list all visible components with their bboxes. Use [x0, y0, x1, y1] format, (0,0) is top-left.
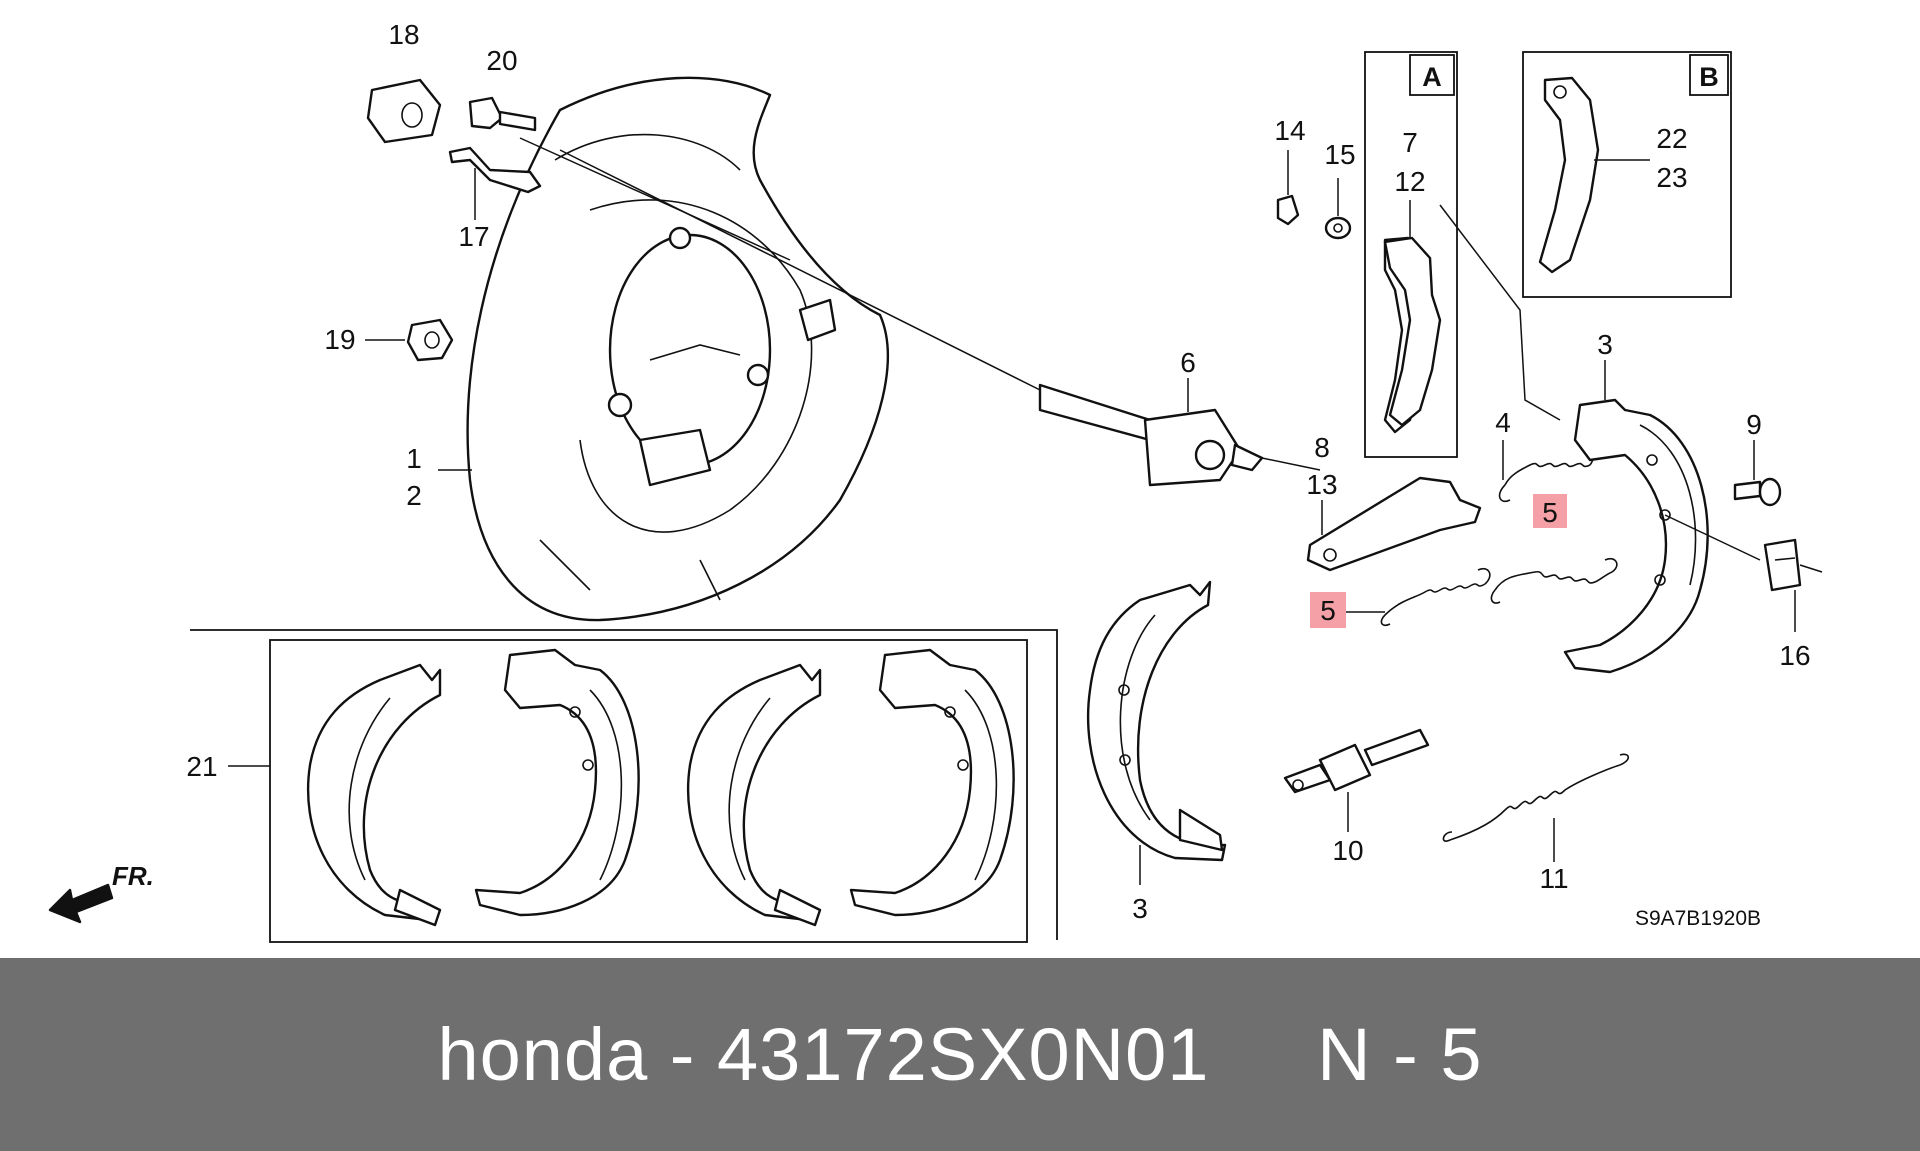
- highlight-5-upper: [1533, 494, 1567, 528]
- part-7-12-lever: [1383, 200, 1442, 427]
- callout-5-upper: 5: [1542, 497, 1558, 528]
- part-17-stud: [448, 146, 542, 220]
- callout-5-lower: 5: [1320, 595, 1336, 626]
- callout-17: 17: [458, 221, 489, 252]
- part-9-pin: [1733, 440, 1782, 507]
- callout-4: 4: [1495, 407, 1511, 438]
- callout-20: 20: [486, 45, 517, 76]
- part-3-shoe-middle: [1086, 580, 1227, 885]
- part-8-13-plate: [1306, 476, 1482, 572]
- callout-11: 11: [1539, 863, 1568, 894]
- part-11-spring: [1442, 753, 1630, 862]
- detail-box-b: B: [1522, 51, 1732, 298]
- callout-2: 2: [406, 480, 422, 511]
- callout-23: 23: [1656, 162, 1687, 193]
- part-20-bolt: [468, 96, 537, 132]
- callout-6: 6: [1180, 347, 1196, 378]
- callout-18: 18: [388, 19, 419, 50]
- front-label: FR.: [112, 861, 154, 891]
- brake-parts-diagram: A B: [48, 19, 1823, 943]
- callout-22: 22: [1656, 123, 1687, 154]
- callout-19: 19: [324, 324, 355, 355]
- callout-12: 12: [1394, 166, 1425, 197]
- callout-7: 7: [1402, 127, 1418, 158]
- box-a-label: A: [1422, 62, 1442, 92]
- part-21-shoe-set: [190, 629, 1058, 943]
- callout-14: 14: [1274, 115, 1305, 146]
- diagram-code: S9A7B1920B: [1635, 907, 1761, 930]
- part-5-spring-lower: [1310, 567, 1491, 628]
- callout-16: 16: [1779, 640, 1810, 671]
- part-19-nut: [365, 318, 454, 362]
- callout-10: 10: [1332, 835, 1363, 866]
- part-15-washer: [1324, 178, 1352, 240]
- callout-13: 13: [1306, 469, 1337, 500]
- part-3-shoe-right: [1563, 360, 1761, 674]
- callout-1: 1: [406, 443, 422, 474]
- part-10-adjuster: [1283, 728, 1430, 832]
- highlight-5-lower: [1310, 592, 1346, 628]
- part-4-spring: [1498, 440, 1595, 503]
- caption-bar: honda - 43172SX0N01 N - 5: [0, 958, 1920, 1151]
- callout-3-middle: 3: [1132, 893, 1148, 924]
- callout-15: 15: [1324, 139, 1355, 170]
- box-b-label: B: [1699, 62, 1719, 92]
- backing-plate: [466, 76, 890, 622]
- part-5-spring-upper: [1490, 494, 1618, 604]
- part-16-clip: [1763, 538, 1823, 632]
- front-direction-arrow: FR.: [48, 861, 154, 924]
- part-number-caption: honda - 43172SX0N01 N - 5: [437, 1013, 1483, 1096]
- part-14-clip: [1276, 150, 1300, 226]
- callout-9: 9: [1746, 409, 1762, 440]
- callout-8: 8: [1314, 432, 1330, 463]
- callout-21: 21: [186, 751, 217, 782]
- part-6-pin: [1038, 378, 1264, 487]
- callout-3-right: 3: [1597, 329, 1613, 360]
- part-18-nut: [366, 78, 442, 144]
